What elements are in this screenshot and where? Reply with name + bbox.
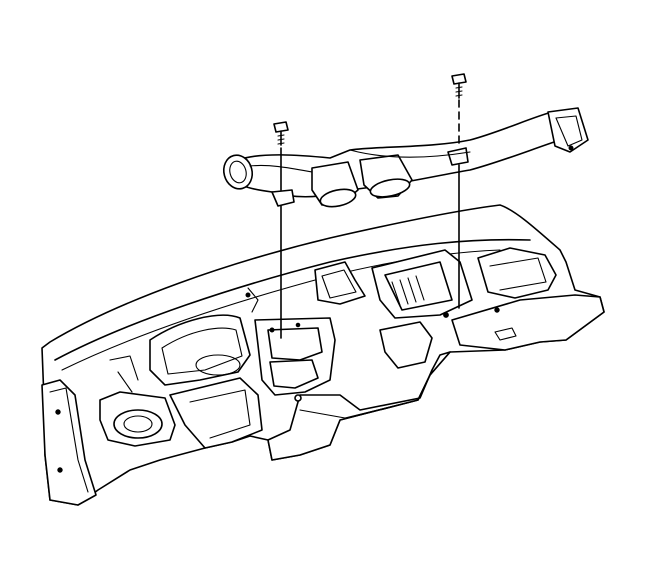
duct-crease-top: [349, 149, 471, 158]
end-cap-clip-upper: [55, 409, 61, 415]
panel-detail-left: [109, 355, 139, 393]
passenger-lower-panel: [451, 294, 605, 351]
end-cap-edge: [49, 387, 89, 493]
fastener-right: [451, 73, 467, 99]
left-outlet-opening: [113, 409, 163, 439]
passenger-panel-slot: [494, 327, 517, 341]
center-stack-fastener: [269, 327, 275, 333]
panel-front-edge: [54, 238, 531, 361]
bolt-thread-right: [455, 86, 463, 97]
duct-center-outlet-left-mouth: [319, 188, 357, 208]
center-stack-pocket: [267, 327, 323, 361]
bolt-thread-left: [277, 134, 285, 145]
cluster-gauge-pod: [195, 354, 241, 376]
installation-leader-lines: [280, 99, 460, 339]
column-support-bracket: [169, 377, 263, 449]
column-support-rib: [189, 389, 251, 439]
cluster-opening: [149, 314, 251, 386]
defroster-seat-inner: [321, 269, 357, 299]
duct-left-inlet-lip: [229, 160, 247, 184]
center-stack-lower-pocket: [269, 359, 319, 389]
lower-center-support: [267, 351, 451, 461]
air-distribution-duct: [222, 107, 589, 208]
cluster-inner-rim: [161, 327, 243, 375]
glove-box-hatch-lines: [391, 275, 425, 306]
defroster-duct-seat: [314, 261, 366, 305]
end-cap-clip-lower: [57, 467, 63, 473]
right-side-rib: [489, 257, 547, 291]
duct-right-mount-tab: [447, 147, 469, 166]
duct-right-flange-inner: [555, 115, 583, 147]
right-lower-closeout: [379, 321, 433, 369]
lower-center-fastener: [294, 394, 302, 402]
passenger-panel-clip: [494, 307, 500, 313]
duct-left-round-inlet: [222, 154, 254, 190]
panel-clip-right-center: [443, 312, 449, 318]
duct-left-mount-tab: [271, 189, 295, 207]
glove-box-inner-wall: [384, 261, 453, 311]
duct-center-outlet-right-mouth: [369, 178, 411, 198]
bolt-head-right: [451, 73, 467, 85]
panel-clip-center: [295, 322, 301, 328]
panel-clip-left: [245, 292, 251, 298]
instrument-panel: [41, 204, 605, 506]
lower-center-crease: [299, 401, 411, 419]
duct-right-flange: [547, 107, 589, 153]
right-side-bracket: [477, 247, 557, 299]
bolt-head-left: [273, 121, 289, 133]
fastener-left: [273, 121, 289, 146]
panel-detail-center: [247, 287, 259, 313]
left-outlet-inner: [123, 415, 153, 433]
duct-right-flange-tab: [568, 145, 574, 151]
